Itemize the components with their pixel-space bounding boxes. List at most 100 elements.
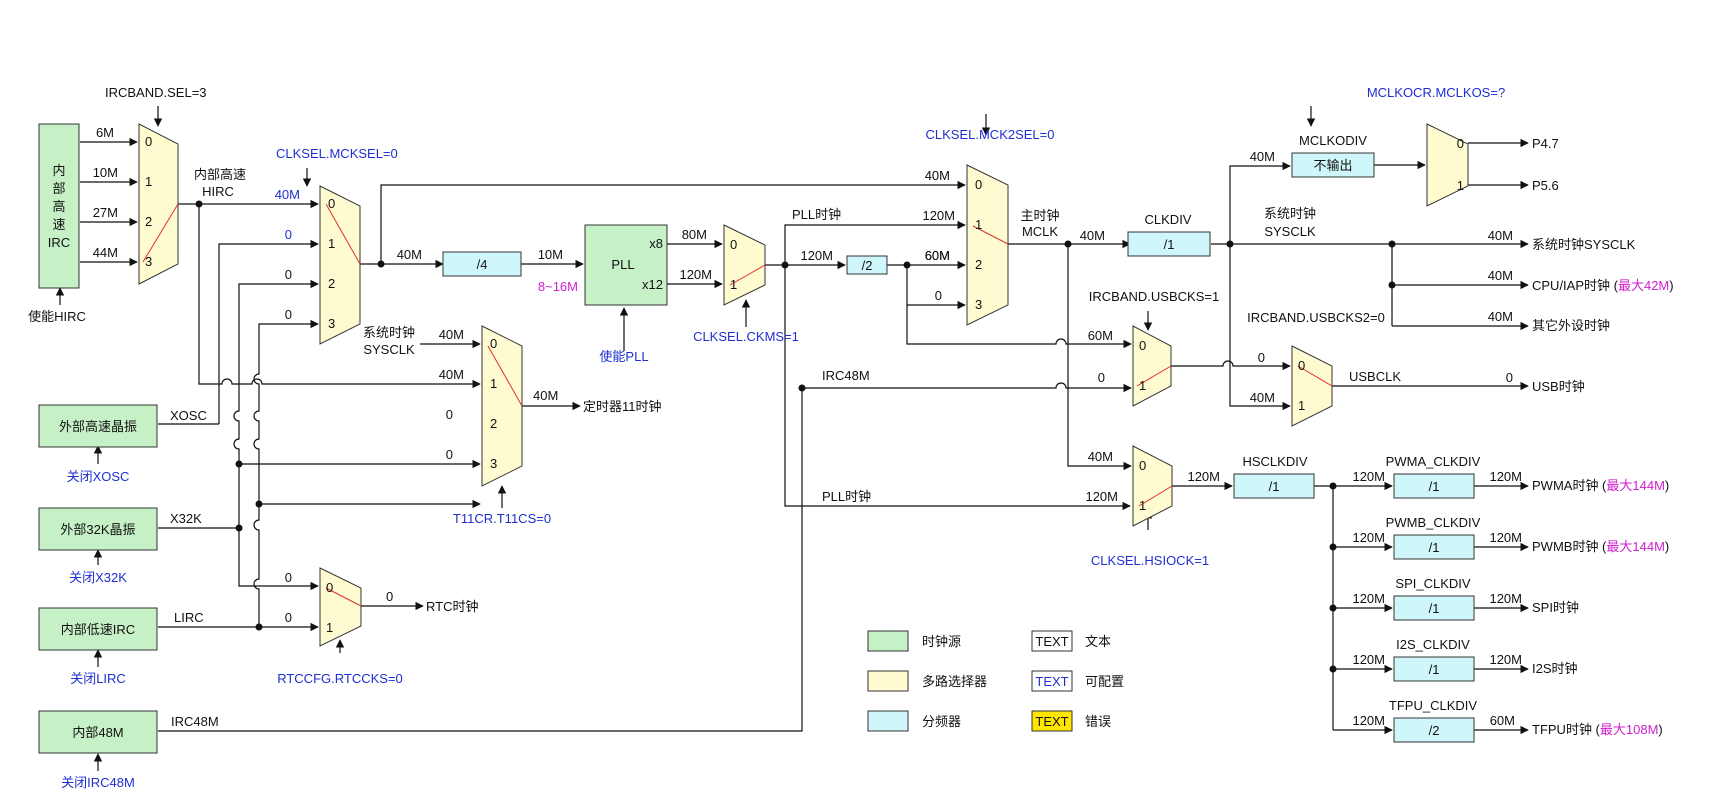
svg-text:IRC48M: IRC48M	[822, 368, 870, 383]
timer11-clock: 定时器11时钟	[583, 399, 662, 414]
svg-text:0: 0	[1258, 350, 1265, 365]
svg-text:0: 0	[730, 237, 737, 252]
sysclk-out: 系统时钟SYSCLK	[1532, 237, 1636, 252]
svg-text:MCLKODIV: MCLKODIV	[1299, 133, 1367, 148]
legend-source-swatch	[867, 630, 909, 652]
svg-text:/2: /2	[1429, 723, 1440, 738]
svg-text:I2S_CLKDIV: I2S_CLKDIV	[1396, 637, 1470, 652]
i2s-clock-out: I2S时钟	[1532, 661, 1578, 676]
legend-mux-swatch	[867, 670, 909, 692]
peripheral-clock-out: 其它外设时钟	[1532, 318, 1610, 333]
svg-text:60M: 60M	[1088, 328, 1113, 343]
svg-text:44M: 44M	[93, 245, 118, 260]
svg-text:SYSCLK: SYSCLK	[363, 342, 415, 357]
pll-path: 40M /4 10M 8~16M PLL x8 x12 使能PLL 80M 12…	[397, 224, 712, 364]
svg-text:x12: x12	[642, 277, 663, 292]
lirc-source: 内部低速IRC 关闭LIRC LIRC	[38, 607, 204, 686]
usbcks-mux: 0 1 IRCBAND.USBCKS=1 60M 0 IRC48M	[822, 289, 1219, 407]
svg-text:0: 0	[1139, 338, 1146, 353]
svg-text:0: 0	[285, 307, 292, 322]
svg-text:SYSCLK: SYSCLK	[1264, 224, 1316, 239]
svg-text:120M: 120M	[1187, 469, 1220, 484]
svg-text:10M: 10M	[538, 247, 563, 262]
svg-text:120M: 120M	[1352, 591, 1385, 606]
rtc-sel: RTCCFG.RTCCKS=0	[277, 671, 403, 686]
irc48-source: 内部48M 关闭IRC48M IRC48M	[38, 710, 219, 790]
svg-text:1: 1	[328, 236, 335, 251]
svg-text:0: 0	[446, 447, 453, 462]
peripheral-div-tfpu: TFPU_CLKDIV 120M /2 60M TFPU时钟 (最大108M)	[1352, 698, 1663, 743]
legend-source-label: 时钟源	[922, 634, 961, 649]
usbcks2-mux: 0 1 IRCBAND.USBCKS2=0 0 40M USBCLK 0 USB…	[1247, 310, 1585, 427]
pwma-clock-out: PWMA时钟 (最大144M)	[1532, 478, 1669, 493]
svg-text:2: 2	[328, 276, 335, 291]
svg-text:0: 0	[285, 227, 292, 242]
svg-text:不输出: 不输出	[1313, 158, 1352, 173]
svg-text:1: 1	[1139, 498, 1146, 513]
rtc-clock: RTC时钟	[426, 599, 478, 614]
xosc-source: 外部高速晶振 关闭XOSC XOSC	[38, 404, 207, 484]
svg-text:外部32K晶振: 外部32K晶振	[60, 522, 135, 537]
svg-text:6M: 6M	[96, 125, 114, 140]
junction-dots	[195, 200, 1396, 673]
svg-text:0: 0	[285, 610, 292, 625]
ckms-mux: 0 1 CLKSEL.CKMS=1	[693, 224, 799, 344]
svg-text:2: 2	[145, 214, 152, 229]
svg-text:0: 0	[1139, 458, 1146, 473]
svg-text:0: 0	[935, 288, 942, 303]
svg-text:HIRC: HIRC	[202, 184, 234, 199]
svg-text:部: 部	[52, 181, 65, 196]
legend-error-swatch	[1031, 710, 1073, 732]
pin-p56: P5.6	[1532, 178, 1559, 193]
svg-text:40M: 40M	[1250, 149, 1275, 164]
svg-text:27M: 27M	[93, 205, 118, 220]
svg-text:3: 3	[328, 316, 335, 331]
clkdiv: CLKDIV 40M /1 系统时钟 SYSCLK 40M 系统时钟SYSCLK…	[1080, 206, 1674, 333]
legend-cfg-label: 可配置	[1085, 674, 1124, 689]
svg-text:MCLK: MCLK	[1022, 224, 1058, 239]
svg-text:3: 3	[975, 297, 982, 312]
svg-text:60M: 60M	[925, 248, 950, 263]
lirc-enable: 关闭LIRC	[70, 671, 126, 686]
svg-text:PLL时钟: PLL时钟	[792, 207, 841, 222]
svg-text:10M: 10M	[93, 165, 118, 180]
svg-text:系统时钟: 系统时钟	[1264, 206, 1316, 221]
spi-clock-out: SPI时钟	[1532, 600, 1579, 615]
svg-text:高: 高	[52, 199, 65, 214]
legend-mux-label: 多路选择器	[922, 674, 987, 689]
mck2sel-sel: CLKSEL.MCK2SEL=0	[926, 127, 1055, 142]
xosc-enable: 关闭XOSC	[67, 469, 130, 484]
svg-text:0: 0	[328, 196, 335, 211]
svg-text:内: 内	[52, 163, 65, 178]
svg-text:120M: 120M	[1085, 489, 1118, 504]
svg-text:0: 0	[326, 580, 333, 595]
svg-text:外部高速晶振: 外部高速晶振	[59, 419, 137, 434]
mclkout-sel: MCLKOCR.MCLKOS=?	[1367, 85, 1505, 100]
svg-text:/1: /1	[1164, 237, 1175, 252]
usbcks2-sel: IRCBAND.USBCKS2=0	[1247, 310, 1385, 325]
svg-text:HSCLKDIV: HSCLKDIV	[1242, 454, 1307, 469]
svg-text:系统时钟: 系统时钟	[363, 325, 415, 340]
legend: 时钟源 多路选择器 分频器 TEXT 文本 TEXT 可配置 TEXT 错误	[867, 630, 1124, 732]
svg-text:40M: 40M	[397, 247, 422, 262]
svg-text:120M: 120M	[1489, 652, 1522, 667]
svg-text:40M: 40M	[275, 187, 300, 202]
svg-text:0: 0	[446, 407, 453, 422]
svg-text:USBCLK: USBCLK	[1349, 369, 1401, 384]
svg-text:TEXT: TEXT	[1035, 714, 1068, 729]
svg-text:40M: 40M	[1088, 449, 1113, 464]
ckms-sel: CLKSEL.CKMS=1	[693, 329, 799, 344]
svg-text:内部低速IRC: 内部低速IRC	[61, 622, 135, 637]
hsclkdiv: HSCLKDIV /1	[1233, 454, 1315, 499]
svg-text:120M: 120M	[1489, 469, 1522, 484]
peripheral-div-i2s: I2S_CLKDIV 120M /1 120M I2S时钟	[1352, 637, 1578, 682]
svg-text:TFPU_CLKDIV: TFPU_CLKDIV	[1389, 698, 1477, 713]
svg-text:1: 1	[1298, 398, 1305, 413]
pll-input-range: 8~16M	[538, 279, 578, 294]
mcksel-mux-sel: CLKSEL.MCKSEL=0	[276, 146, 398, 161]
svg-text:/1: /1	[1429, 479, 1440, 494]
svg-text:120M: 120M	[1352, 713, 1385, 728]
pin-p47: P4.7	[1532, 136, 1559, 151]
svg-text:/2: /2	[862, 258, 873, 273]
